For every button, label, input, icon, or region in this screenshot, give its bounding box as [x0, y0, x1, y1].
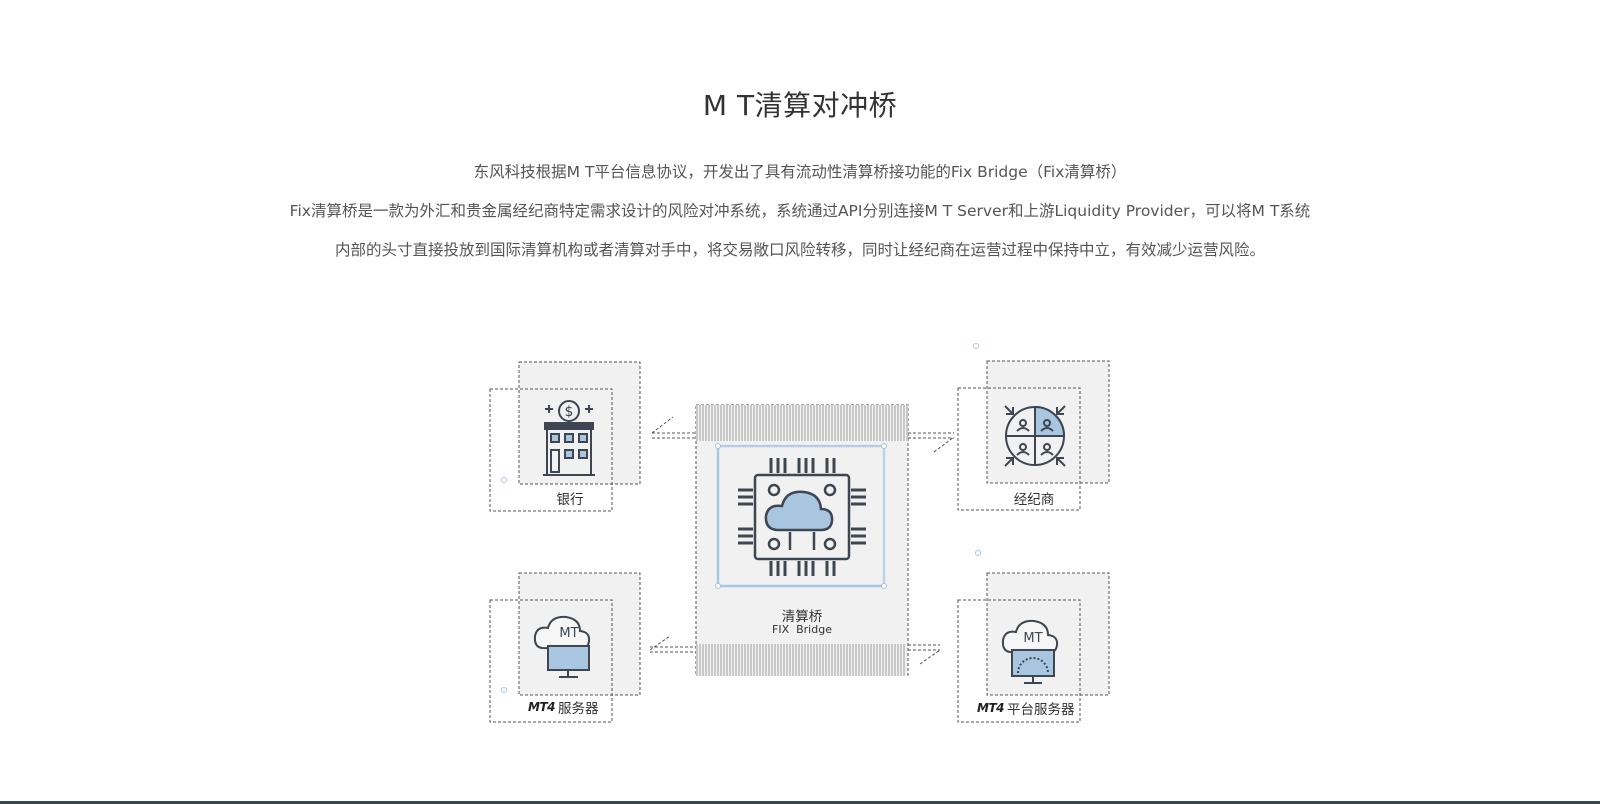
- description-line-3: 内部的头寸直接投放到国际清算机构或者清算对手中，将交易敞口风险转移，同时让经纪商…: [334, 241, 1265, 259]
- bank-icon: $: [543, 400, 595, 476]
- fix-bridge-node: [695, 404, 909, 676]
- mt-platform-cloud-icon: [1001, 619, 1059, 684]
- mt-server-label: 服务器: [557, 701, 599, 717]
- mt-platform-server-node: [957, 550, 1110, 723]
- broker-network-icon: [1004, 405, 1066, 467]
- mt-platform-label: 平台服务器: [1006, 702, 1075, 718]
- page-title: M T清算对冲桥: [702, 89, 898, 122]
- mt-server-node: [489, 565, 641, 723]
- mt-platform-label-group: MT4 平台服务器: [977, 699, 1075, 718]
- svg-text:$: $: [565, 404, 574, 420]
- bank-node: $: [489, 355, 641, 512]
- broker-node: [957, 343, 1110, 511]
- footer-bar: [0, 801, 1600, 804]
- bridge-sublabel: FIX Bridge: [772, 623, 832, 636]
- bank-label: 银行: [556, 492, 584, 508]
- bridge-label: 清算桥: [781, 609, 823, 625]
- mt4-logo: MT4: [528, 700, 555, 714]
- mt4-logo-platform: MT4: [977, 701, 1004, 715]
- mt-cloud-monitor-icon: [533, 615, 591, 678]
- broker-label: 经纪商: [1013, 492, 1055, 508]
- mt-icon-text-left: MT: [559, 626, 579, 641]
- description-line-1: 东风科技根据M T平台信息协议，开发出了具有流动性清算桥接功能的Fix Brid…: [473, 163, 1127, 181]
- description-line-2: Fix清算桥是一款为外汇和贵金属经纪商特定需求设计的风险对冲系统，系统通过API…: [289, 202, 1311, 220]
- chip-cloud-icon: [738, 458, 866, 576]
- mt-server-label-group: MT4 服务器: [528, 698, 599, 717]
- mt-icon-text-right: MT: [1023, 631, 1043, 646]
- connectors: [649, 416, 955, 665]
